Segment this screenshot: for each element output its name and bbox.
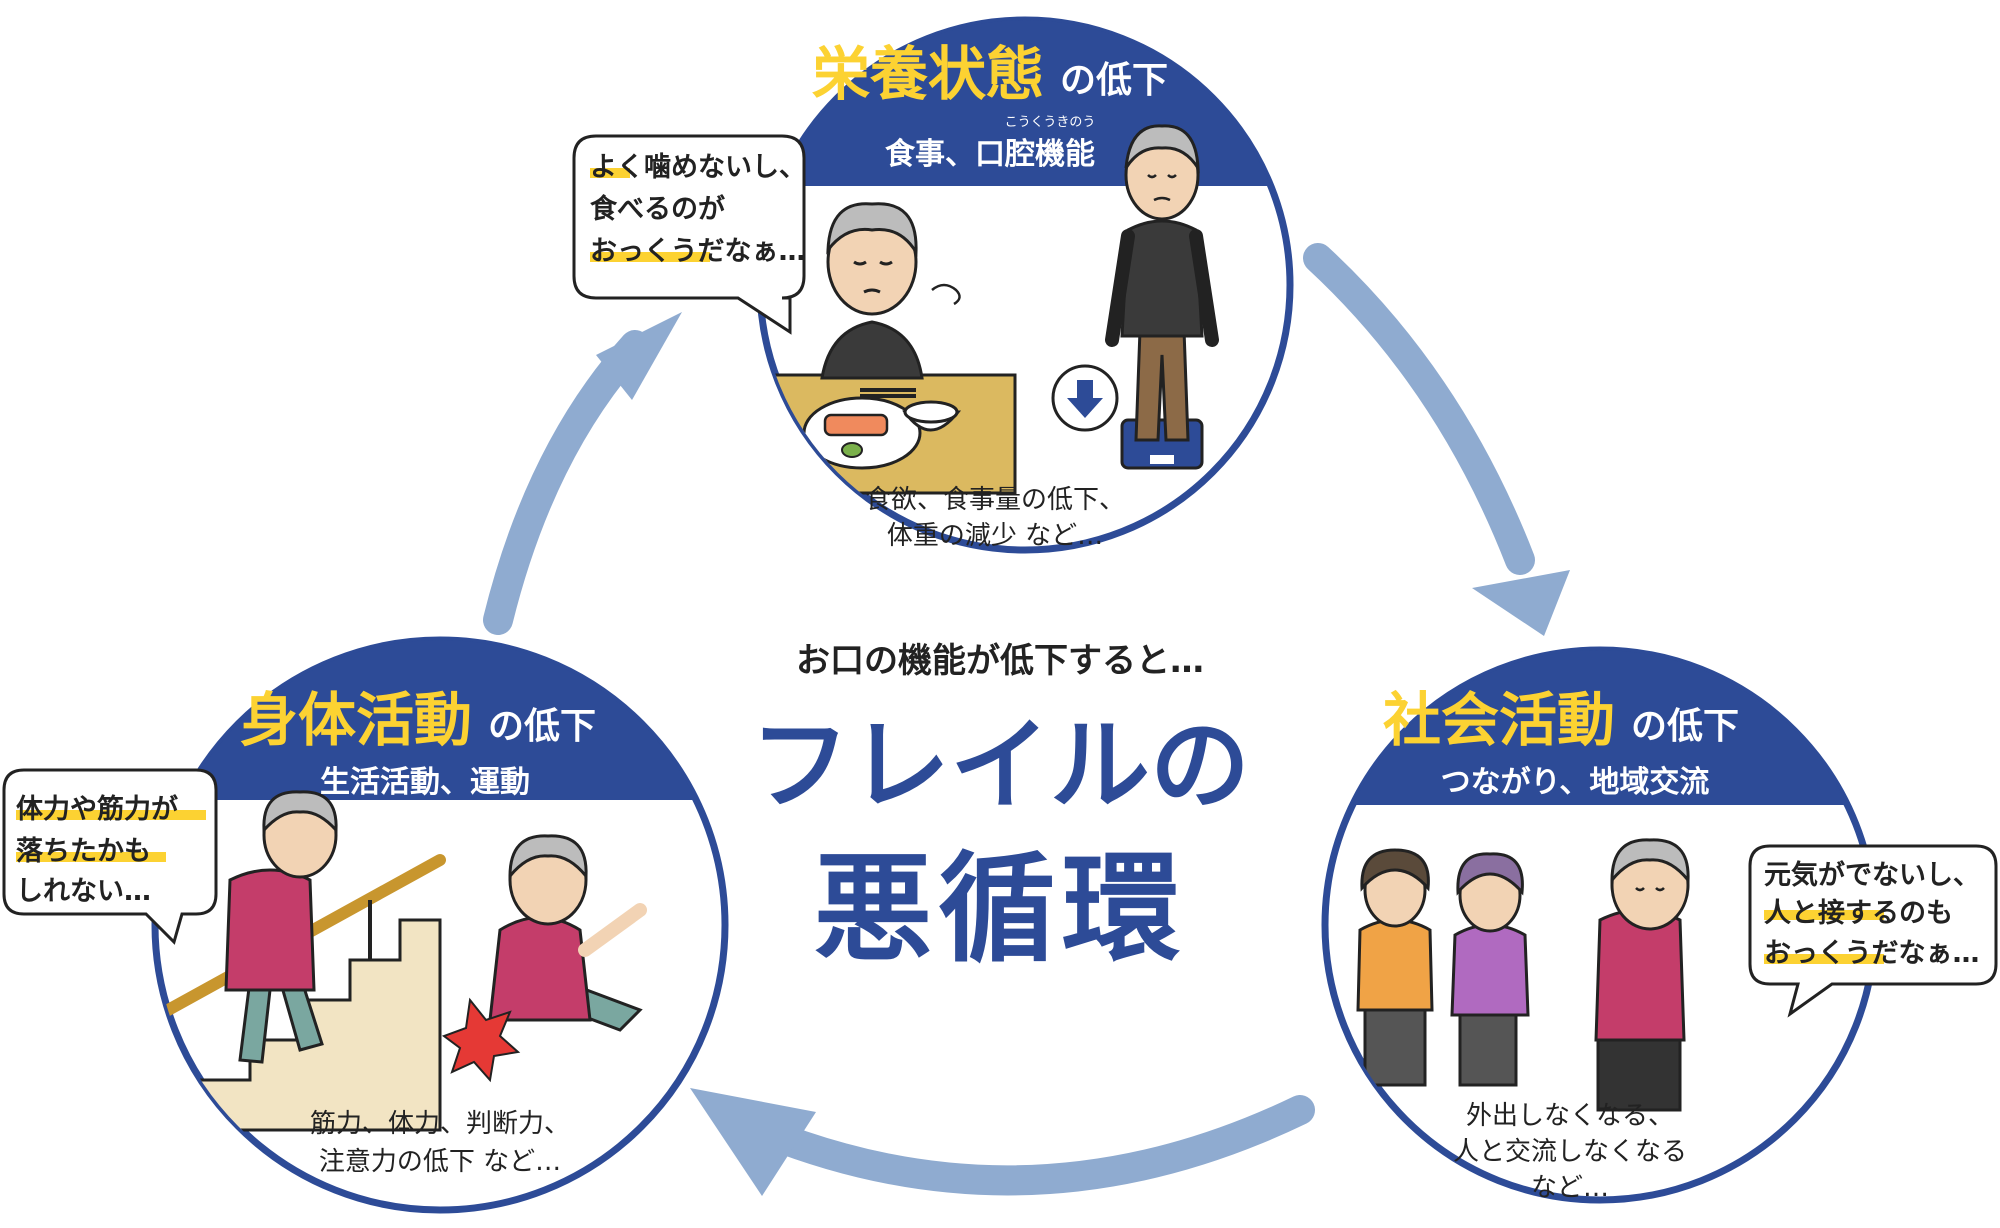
nutrition-subtitle: 食事、口腔機能 — [885, 137, 1095, 172]
nutrition-caption-line: 体重の減少 など… — [887, 521, 1103, 551]
physical-caption-line: 注意力の低下 など… — [319, 1147, 561, 1177]
social-caption-line: 人と交流しなくなる — [1453, 1137, 1687, 1167]
social-subtitle: つながり、地域交流 — [1441, 765, 1710, 800]
man-red-illustration — [1594, 838, 1690, 1112]
impact-burst-icon — [441, 997, 521, 1083]
nutrition-title-suffix: の低下 — [1060, 60, 1168, 101]
nutrition-speech-bubble: よく噛めないし、 食べるのが おっくうだなぁ… — [572, 134, 806, 335]
physical-speech-bubble: 体力や筋力が 落ちたかも しれない… — [2, 768, 218, 945]
nutrition-panel: 栄養状態 の低下 こうくうきのう 食事、口腔機能 食欲、食事量の低下、 体重の減… — [756, 16, 1294, 554]
meal-plates-illustration — [802, 388, 962, 470]
arrow-top-to-right — [1303, 243, 1535, 575]
woman-on-stairs-illustration — [224, 790, 338, 1064]
social-speech-bubble: 元気がでないし、 人と接するのも おっくうだなぁ… — [1748, 844, 1998, 1018]
physical-title: 身体活動 の低下 生活活動、運動 — [240, 686, 596, 800]
social-title-suffix: の低下 — [1631, 706, 1739, 747]
social-title: 社会活動 の低下 つながり、地域交流 — [1383, 686, 1739, 800]
woman-purple-illustration — [1450, 852, 1530, 1087]
woman-orange-illustration — [1356, 848, 1434, 1087]
nutrition-bubble-line: おっくうだなぁ… — [590, 236, 805, 267]
nutrition-bubble-line: よく噛めないし、 — [590, 152, 806, 183]
arrow-right-to-left — [745, 1095, 1315, 1196]
arrowhead-right — [1472, 570, 1570, 636]
center-title-line1: フレイルの — [750, 707, 1250, 824]
seated-man-illustration — [820, 202, 961, 380]
social-caption: 外出しなくなる、 人と交流しなくなる など… — [1453, 1101, 1687, 1203]
physical-bubble-line: 体力や筋力が — [16, 793, 178, 825]
arrowhead-left — [690, 1088, 816, 1196]
social-caption-line: など… — [1531, 1173, 1609, 1203]
social-caption-line: 外出しなくなる、 — [1466, 1101, 1674, 1131]
arrowhead-top — [596, 312, 682, 400]
physical-title-suffix: の低下 — [488, 706, 596, 747]
physical-title-main: 身体活動 — [240, 686, 472, 754]
physical-bubble-line: しれない… — [16, 876, 151, 907]
center-title-line2: 悪循環 — [814, 840, 1186, 978]
social-bubble-line: おっくうだなぁ… — [1764, 938, 1979, 969]
center-lead: お口の機能が低下すると… — [796, 641, 1204, 681]
weight-down-badge — [1051, 364, 1119, 432]
nutrition-caption: 食欲、食事量の低下、 体重の減少 など… — [865, 485, 1125, 551]
nutrition-bubble-line: 食べるのが — [590, 193, 725, 225]
physical-panel: 身体活動 の低下 生活活動、運動 筋力、体力、判断力、 注意力の低下 など… — [151, 636, 729, 1214]
physical-caption: 筋力、体力、判断力、 注意力の低下 など… — [310, 1109, 570, 1177]
arrow-left-to-top — [483, 330, 650, 635]
nutrition-caption-line: 食欲、食事量の低下、 — [865, 485, 1125, 515]
physical-subtitle: 生活活動、運動 — [320, 765, 530, 800]
nutrition-title-main: 栄養状態 — [812, 40, 1044, 108]
social-bubble-line: 元気がでないし、 — [1764, 859, 1980, 891]
physical-caption-line: 筋力、体力、判断力、 — [310, 1109, 570, 1139]
physical-bubble-line: 落ちたかも — [16, 836, 151, 867]
social-title-main: 社会活動 — [1383, 686, 1615, 754]
falling-woman-illustration — [441, 834, 647, 1083]
social-bubble-line: 人と接するのも — [1764, 898, 1953, 929]
center-heading: お口の機能が低下すると… フレイルの 悪循環 — [750, 641, 1250, 978]
nutrition-title: 栄養状態 の低下 こうくうきのう 食事、口腔機能 — [812, 40, 1168, 172]
nutrition-ruby: こうくうきのう — [1005, 115, 1096, 130]
standing-man-illustration — [1105, 124, 1219, 470]
